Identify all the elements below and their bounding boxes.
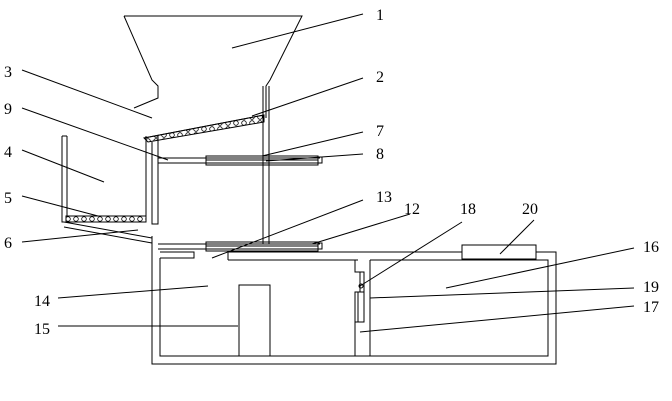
part-labels: 1 2 3 4 5 6 7 8 9 12 13 14 15 16 17 18 1…: [4, 7, 659, 338]
label-14: 14: [34, 293, 50, 310]
lower-rod-assembly: [158, 241, 323, 252]
inclined-screen: [142, 114, 265, 143]
label-7: 7: [376, 123, 384, 140]
label-5: 5: [4, 190, 12, 207]
label-15: 15: [34, 321, 50, 338]
label-19: 19: [643, 279, 659, 296]
discharge-chute: [63, 221, 153, 244]
upper-rod-assembly: [158, 155, 323, 166]
leader-lines: [21, 13, 635, 333]
top-box: [461, 244, 537, 260]
label-16: 16: [643, 239, 659, 256]
main-housing: [151, 236, 557, 365]
label-9: 9: [4, 101, 12, 118]
label-18: 18: [460, 201, 476, 218]
hopper: [123, 15, 303, 118]
label-13: 13: [376, 189, 392, 206]
partition-block: [238, 284, 271, 357]
label-17: 17: [643, 299, 659, 316]
lower-screen: [65, 215, 147, 223]
label-20: 20: [522, 201, 538, 218]
label-1: 1: [376, 7, 384, 24]
label-6: 6: [4, 235, 12, 252]
label-2: 2: [376, 69, 384, 86]
divider-wall: [354, 260, 371, 356]
collection-chamber: [61, 135, 159, 225]
label-3: 3: [4, 64, 12, 81]
label-12: 12: [404, 201, 420, 218]
label-4: 4: [4, 144, 12, 161]
label-8: 8: [376, 146, 384, 163]
